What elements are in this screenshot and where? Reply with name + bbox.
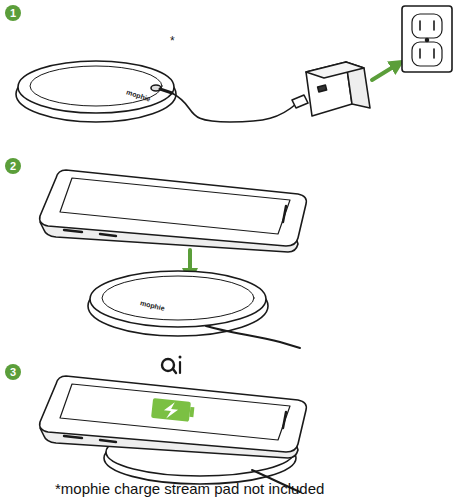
charging-pad <box>88 271 268 336</box>
charging-pad <box>16 61 176 122</box>
footnote-mark: * <box>170 34 175 48</box>
step-number: 2 <box>5 158 21 174</box>
wall-outlet <box>402 6 452 72</box>
caption: *mophie charge stream pad not included <box>55 480 324 497</box>
power-adapter <box>306 62 370 116</box>
step-disc <box>5 5 21 21</box>
step-number: 1 <box>5 5 21 21</box>
cable <box>172 93 296 122</box>
qi-symbol <box>162 356 182 374</box>
cable <box>206 326 300 348</box>
phone-in-case <box>40 170 307 252</box>
step-disc <box>5 158 21 174</box>
phone-in-case <box>40 376 307 458</box>
battery-icon <box>151 398 195 422</box>
step-number: 3 <box>5 364 21 380</box>
step-disc <box>5 364 21 380</box>
